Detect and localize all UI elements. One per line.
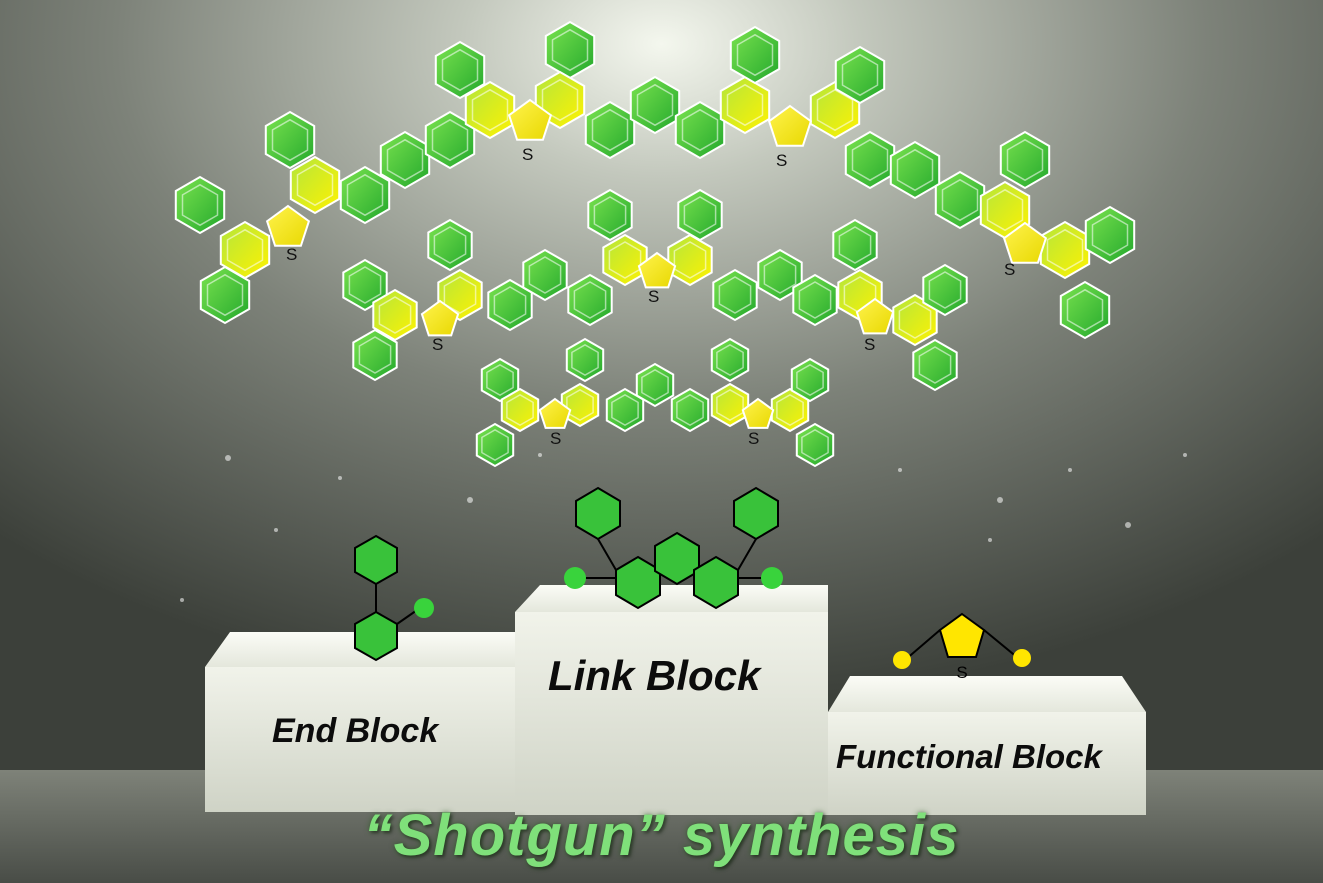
sulfur-label: S (286, 245, 297, 264)
ring-inner-icon (736, 33, 774, 77)
ring-inner-icon (358, 336, 392, 374)
thiophene-ring-icon (855, 297, 895, 335)
ring-inner-icon (763, 256, 797, 294)
large-molecule: S S S S (174, 20, 1136, 340)
ring-inner-icon (181, 183, 219, 227)
ring-inner-icon (346, 173, 384, 217)
link-block-label: Link Block (548, 652, 761, 699)
functional-block-label: Functional Block (836, 738, 1102, 775)
ring-inner-icon (378, 296, 412, 334)
sulfur-label: S (748, 429, 759, 448)
thiophene-ring-icon (265, 204, 311, 247)
link-block-structure (564, 486, 783, 610)
ring-inner-icon (528, 256, 562, 294)
link-block-pedestal (515, 585, 828, 815)
ring-inner-icon (206, 273, 244, 317)
ring-inner-icon (348, 266, 382, 304)
functional-block-pedestal (828, 676, 1146, 815)
ring-inner-icon (641, 369, 669, 401)
thiophene-ring-icon (1002, 221, 1048, 264)
ring-inner-icon (551, 28, 589, 72)
ring-inner-icon (386, 138, 424, 182)
ring-inner-icon (441, 48, 479, 92)
ring-inner-icon (801, 429, 829, 461)
thiophene-ring-icon (637, 251, 677, 289)
ring-inner-icon (776, 394, 804, 426)
ring-inner-icon (928, 271, 962, 309)
sulfur-label: S (776, 151, 787, 170)
sulfur-label: S (1004, 260, 1015, 279)
figure-title: “Shotgun” synthesis (363, 803, 960, 868)
ring-inner-icon (716, 344, 744, 376)
ring-inner-icon (431, 118, 469, 162)
ring-inner-icon (593, 196, 627, 234)
sulfur-label: S (550, 429, 561, 448)
ring-inner-icon (571, 344, 599, 376)
ring-inner-icon (941, 178, 979, 222)
connection-point-icon (414, 598, 434, 618)
ring-inner-icon (841, 53, 879, 97)
thiophene-ring-icon (420, 299, 460, 337)
sulfur-label: S (648, 287, 659, 306)
ring-inner-icon (898, 301, 932, 339)
ring-inner-icon (226, 228, 264, 272)
functional-block-structure: S (893, 612, 1031, 682)
ring-inner-icon (798, 281, 832, 319)
thiophene-ring-icon (538, 397, 572, 429)
thiophene-ring-icon (507, 98, 553, 141)
ring-inner-icon (1066, 288, 1104, 332)
ring-inner-icon (673, 241, 707, 279)
end-block-structure (354, 534, 434, 662)
connection-point-icon (564, 567, 586, 589)
ring-inner-icon (296, 163, 334, 207)
end-block-label: End Block (272, 712, 439, 750)
connection-point-icon (1013, 649, 1031, 667)
ring-inner-icon (486, 364, 514, 396)
sulfur-label: S (956, 663, 967, 682)
ring-inner-icon (1091, 213, 1129, 257)
ring-inner-icon (1006, 138, 1044, 182)
ring-inner-icon (681, 108, 719, 152)
ring-inner-icon (481, 429, 509, 461)
ring-inner-icon (608, 241, 642, 279)
ring-inner-icon (541, 78, 579, 122)
ring-inner-icon (716, 389, 744, 421)
ring-inner-icon (896, 148, 934, 192)
ring-inner-icon (573, 281, 607, 319)
sparkles (180, 453, 1187, 602)
ring-inner-icon (566, 389, 594, 421)
ring-inner-icon (271, 118, 309, 162)
ring-inner-icon (851, 138, 889, 182)
sulfur-label: S (432, 335, 443, 354)
ring-inner-icon (796, 364, 824, 396)
ring-inner-icon (726, 83, 764, 127)
ring-inner-icon (838, 226, 872, 264)
ring-inner-icon (443, 276, 477, 314)
ring-inner-icon (433, 226, 467, 264)
ring-inner-icon (918, 346, 952, 384)
ring-inner-icon (506, 394, 534, 426)
connection-point-icon (761, 567, 783, 589)
ring-inner-icon (816, 88, 854, 132)
ring-inner-icon (636, 83, 674, 127)
medium-molecule: S S S (342, 188, 968, 392)
ring-inner-icon (471, 88, 509, 132)
sulfur-label: S (864, 335, 875, 354)
ring-inner-icon (591, 108, 629, 152)
thiophene-ring-icon (741, 397, 775, 429)
ring-inner-icon (718, 276, 752, 314)
ring-inner-icon (611, 394, 639, 426)
ring-inner-icon (986, 188, 1024, 232)
thiophene-ring-icon (767, 104, 813, 147)
ring-inner-icon (1046, 228, 1084, 272)
ring-inner-icon (493, 286, 527, 324)
sulfur-label: S (522, 145, 533, 164)
ring-inner-icon (683, 196, 717, 234)
connection-point-icon (893, 651, 911, 669)
ring-inner-icon (676, 394, 704, 426)
